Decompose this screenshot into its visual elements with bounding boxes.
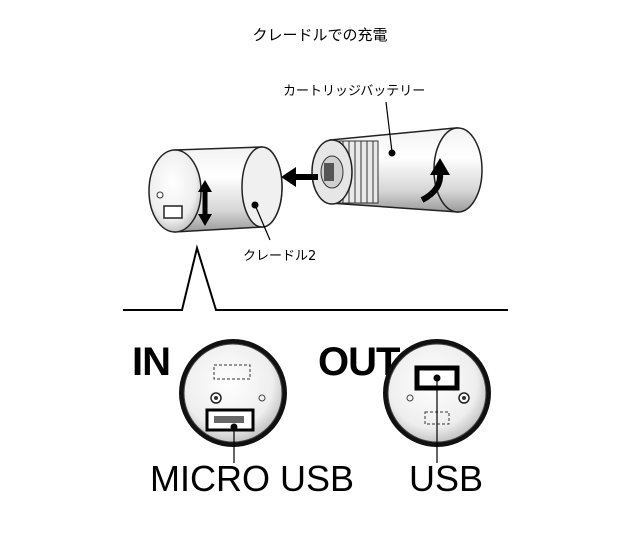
cartridge-leader-dot bbox=[388, 149, 396, 157]
in-label: IN bbox=[132, 340, 171, 384]
cartridge-leader-line bbox=[385, 101, 393, 153]
cradle-leader-dot bbox=[251, 201, 259, 209]
insert-arrow bbox=[281, 167, 318, 187]
cartridge-battery-label: カートリッジバッテリー bbox=[283, 84, 426, 99]
out-cradle-face bbox=[383, 339, 491, 463]
diagram-title: クレードルでの充電 bbox=[252, 26, 388, 44]
usb-label: USB bbox=[409, 458, 484, 499]
callout-line bbox=[123, 244, 508, 311]
in-dashed-slot bbox=[213, 364, 251, 380]
in-cradle-face bbox=[179, 339, 287, 463]
cradle-leader-line bbox=[254, 204, 271, 241]
cradle-label: クレードル2 bbox=[243, 249, 317, 264]
cartridge-battery bbox=[311, 101, 483, 213]
micro-usb-label: MICRO USB bbox=[150, 458, 355, 499]
cradle-2 bbox=[148, 146, 283, 241]
